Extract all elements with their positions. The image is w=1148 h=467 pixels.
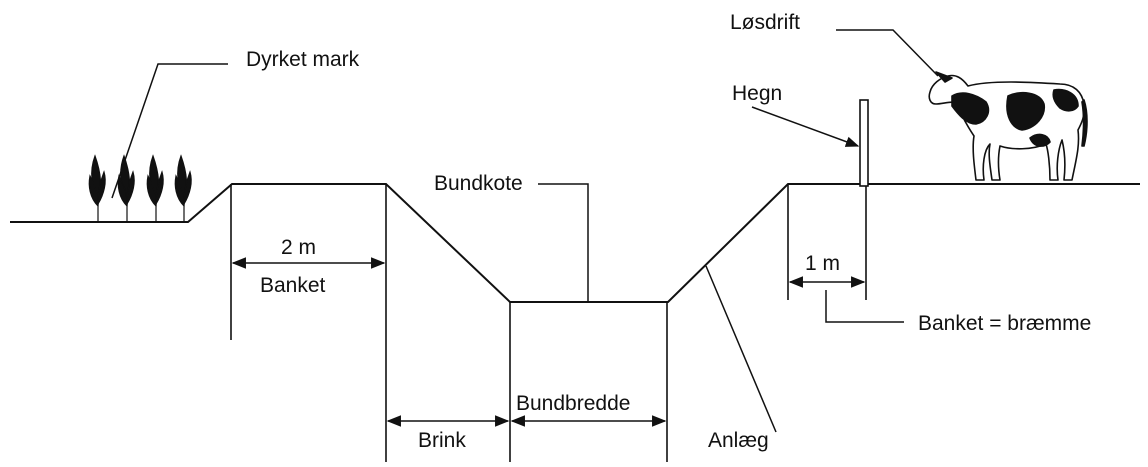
loose-drift-label: Løsdrift	[730, 11, 800, 34]
fence-label: Hegn	[732, 82, 782, 105]
cultivated-field-leader	[111, 63, 228, 199]
cow-icon	[928, 71, 1088, 181]
loose-drift-leader	[836, 29, 939, 77]
slope-label: Anlæg	[708, 429, 769, 452]
fence-post-icon	[859, 99, 869, 187]
cultivated-field-label: Dyrket mark	[246, 48, 360, 71]
bank-label: Brink	[418, 429, 466, 452]
bottom-level-leader	[538, 183, 589, 302]
dimension-arrows	[231, 257, 866, 427]
slope-leader	[705, 265, 777, 433]
one-meter-label: 1 m	[805, 252, 840, 275]
berm-equals-verge-label: Banket = bræmme	[918, 312, 1091, 335]
leader-lines	[111, 29, 939, 433]
ground-profile	[10, 183, 1140, 303]
berm-width-label: 2 m	[281, 236, 316, 259]
berm-label: Banket	[260, 274, 326, 297]
crop-plant-icon	[88, 154, 192, 222]
reference-lines	[230, 184, 867, 462]
verge-leader	[825, 290, 904, 323]
bottom-level-label: Bundkote	[434, 172, 523, 195]
bottom-width-label: Bundbredde	[516, 392, 630, 415]
fence-leader	[751, 106, 860, 147]
